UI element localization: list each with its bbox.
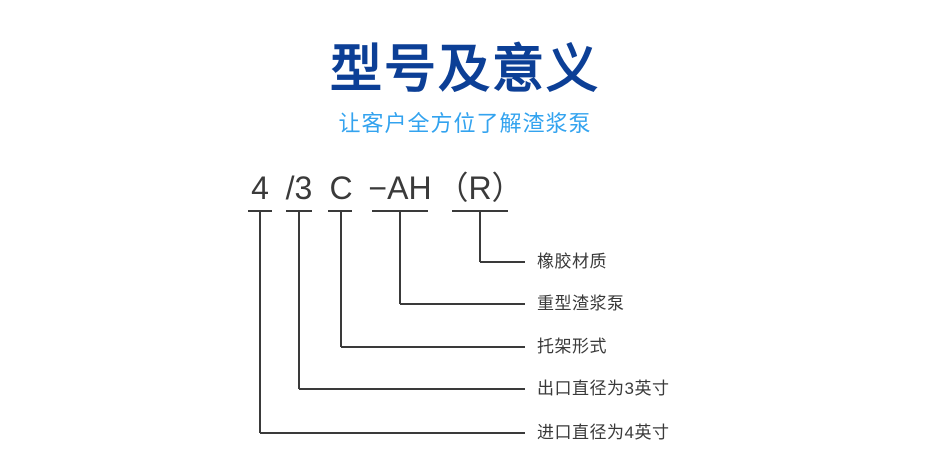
model-code-segment: /3 bbox=[285, 170, 313, 206]
model-code-segment: −AH bbox=[368, 170, 432, 206]
callout-label: 橡胶材质 bbox=[537, 252, 607, 271]
model-code-row: 4/3 C −AH（R） bbox=[0, 168, 930, 212]
callout-label: 出口直径为3英寸 bbox=[537, 379, 670, 398]
model-code-segment: （R） bbox=[436, 170, 524, 206]
callout-label: 托架形式 bbox=[537, 337, 607, 356]
callout-label: 进口直径为4英寸 bbox=[537, 423, 670, 442]
callout-label: 重型渣浆泵 bbox=[537, 294, 625, 313]
page-subtitle: 让客户全方位了解渣浆泵 bbox=[338, 111, 592, 136]
model-code-segment: 4 bbox=[251, 170, 269, 206]
page-title: 型号及意义 bbox=[329, 41, 600, 99]
model-code-segment: C bbox=[329, 170, 353, 206]
